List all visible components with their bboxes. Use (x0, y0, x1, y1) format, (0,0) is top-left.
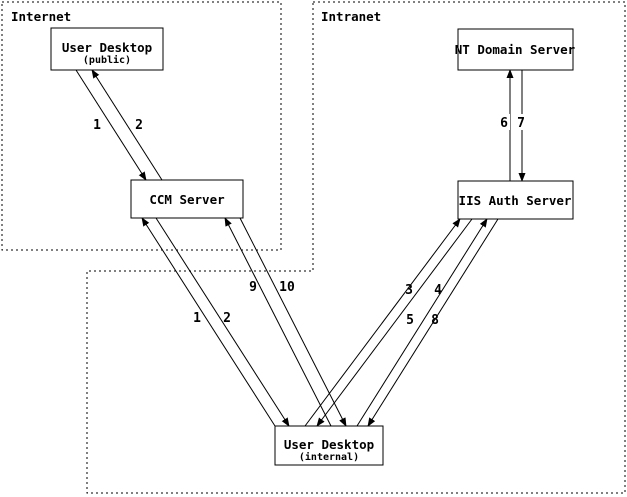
intranet-zone-border (86, 1, 626, 494)
edge-label-10: 10 (279, 280, 295, 295)
edge-4-iis-to-internal-desktop (316, 218, 473, 427)
edge-label-1-public: 1 (93, 118, 101, 133)
edge-2-ccm-to-public-desktop (91, 69, 163, 181)
node-user-desktop-public-box (50, 27, 164, 71)
node-nt-domain-server: NT Domain Server (455, 28, 576, 71)
edge-label-7: 7 (517, 116, 525, 131)
node-iis-auth-server: IIS Auth Server (457, 180, 574, 220)
edge-10-ccm-to-internal-desktop (239, 217, 347, 427)
node-ccm-server-box (130, 179, 244, 219)
internet-zone-border (1, 1, 282, 251)
internet-zone-label: Internet (11, 9, 71, 24)
node-nt-domain-server-title: NT Domain Server (455, 42, 576, 57)
node-user-desktop-internal: User Desktop (internal) (274, 425, 384, 466)
edge-label-2-public: 2 (135, 118, 143, 133)
node-ccm-server-title: CCM Server (149, 192, 225, 207)
node-iis-auth-server-box (457, 180, 574, 220)
node-ccm-server: CCM Server (130, 179, 244, 219)
edge-8-iis-to-internal-desktop (367, 218, 499, 427)
node-nt-domain-server-box (457, 28, 574, 71)
edge-label-6: 6 (500, 116, 508, 131)
edge-label-5: 5 (406, 313, 414, 328)
edge-9-internal-desktop-to-ccm (224, 217, 332, 427)
node-iis-auth-server-title: IIS Auth Server (459, 193, 572, 208)
intranet-zone-label: Intranet (321, 9, 381, 24)
node-user-desktop-public-subtitle: (public) (83, 54, 131, 66)
node-user-desktop-public-title: User Desktop (62, 40, 152, 55)
edge-1-internal-desktop-to-ccm (141, 217, 276, 427)
edge-label-8: 8 (431, 313, 439, 328)
edge-2-ccm-to-internal-desktop (155, 217, 290, 427)
edge-label-9: 9 (249, 280, 257, 295)
edge-label-4: 4 (434, 283, 442, 298)
edge-3-internal-desktop-to-iis (304, 218, 461, 427)
edge-label-6-backing (497, 114, 510, 130)
edge-label-3: 3 (405, 283, 413, 298)
edge-1-public-desktop-to-ccm (75, 69, 147, 181)
edge-label-1-internal: 1 (193, 311, 201, 326)
node-user-desktop-internal-title: User Desktop (284, 437, 374, 452)
node-user-desktop-internal-subtitle: (internal) (299, 451, 359, 463)
edge-label-2-internal: 2 (223, 311, 231, 326)
edge-5-internal-desktop-to-iis (356, 218, 488, 427)
edge-label-7-backing (514, 114, 527, 130)
node-user-desktop-internal-box (274, 425, 384, 466)
node-user-desktop-public: User Desktop (public) (50, 27, 164, 71)
